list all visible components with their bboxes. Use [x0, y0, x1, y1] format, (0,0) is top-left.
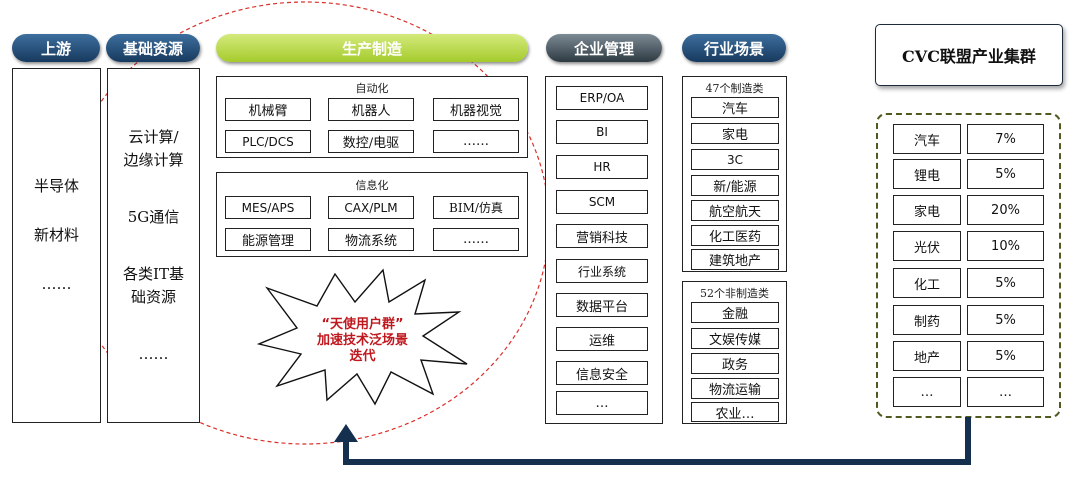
cluster-share: 5%	[967, 305, 1044, 335]
cluster-industry: 汽车	[893, 124, 961, 154]
informatization-item: 物流系统	[328, 228, 414, 251]
cluster-industry: 家电	[893, 195, 961, 225]
enterprise-item: 信息安全	[556, 361, 648, 385]
starburst-text: “天使用户群” 加速技术泛场景 迭代	[316, 317, 408, 364]
upstream-item-semiconductor: 半导体	[33, 177, 79, 195]
upstream-item-more: ……	[41, 275, 72, 293]
enterprise-item: HR	[556, 155, 648, 179]
enterprise-item: BI	[556, 120, 648, 144]
upstream-item-new-materials: 新材料	[33, 226, 79, 244]
cluster-share: 20%	[967, 195, 1044, 225]
infra-item-cloud: 云计算/ 边缘计算	[123, 127, 184, 169]
header-industry: 行业场景	[682, 34, 786, 62]
manufacturing-item: 建筑地产	[691, 249, 779, 270]
manufacturing-item: 化工医药	[691, 225, 779, 246]
manufacturing-group: 47个制造类 汽车 家电 3C 新/能源 航空航天 化工医药 建筑地产	[682, 76, 787, 272]
automation-item: PLC/DCS	[225, 130, 311, 153]
cluster-share: 7%	[967, 124, 1044, 154]
non-manufacturing-title: 52个非制造类	[700, 287, 769, 300]
upstream-column: 半导体 新材料 ……	[12, 68, 101, 423]
infra-column: 云计算/ 边缘计算 5G通信 各类IT基 础资源 ……	[107, 68, 200, 423]
cluster-share: …	[967, 377, 1044, 407]
informatization-item: CAX/PLM	[328, 196, 414, 219]
manufacturing-item: 汽车	[691, 97, 779, 118]
informatization-item: 能源管理	[225, 228, 311, 251]
manufacturing-title: 47个制造类	[705, 82, 764, 95]
non-manufacturing-group: 52个非制造类 金融 文娱传媒 政务 物流运输 农业…	[682, 281, 787, 424]
automation-title: 自动化	[355, 82, 389, 95]
infra-item-it: 各类IT基 础资源	[123, 264, 184, 306]
informatization-item: BIM/仿真	[433, 196, 519, 219]
enterprise-item: ERP/OA	[556, 86, 648, 110]
starburst-shape	[256, 268, 468, 406]
informatization-item: ……	[433, 228, 519, 251]
enterprise-column: ERP/OA BI HR SCM 营销科技 行业系统 数据平台 运维 信息安全 …	[545, 76, 663, 424]
informatization-title: 信息化	[355, 179, 389, 192]
cluster-share: 5%	[967, 268, 1044, 298]
manufacturing-item: 航空航天	[691, 200, 779, 221]
cluster-table: 汽车 7% 锂电 5% 家电 20% 光伏 10% 化工 5% 制药 5% 地产…	[876, 113, 1061, 418]
cluster-share: 5%	[967, 159, 1044, 189]
automation-group: 自动化 机械臂 机器人 机器视觉 PLC/DCS 数控/电驱 ……	[216, 76, 528, 158]
enterprise-item: 营销科技	[556, 224, 648, 248]
automation-item: 机器视觉	[433, 98, 519, 121]
automation-item: 机器人	[328, 98, 414, 121]
automation-item: 数控/电驱	[328, 130, 414, 153]
header-upstream: 上游	[12, 34, 100, 62]
cluster-share: 10%	[967, 231, 1044, 261]
cluster-share: 5%	[967, 341, 1044, 371]
header-enterprise: 企业管理	[546, 34, 662, 62]
enterprise-item: SCM	[556, 190, 648, 214]
manufacturing-item: 家电	[691, 123, 779, 144]
cvc-cluster-title: CVC联盟产业集群	[875, 24, 1063, 86]
header-infra: 基础资源	[106, 34, 200, 62]
manufacturing-item: 3C	[691, 149, 779, 170]
enterprise-item: …	[556, 391, 648, 415]
cluster-industry: 化工	[893, 268, 961, 298]
automation-item: 机械臂	[225, 98, 311, 121]
infra-item-5g: 5G通信	[127, 207, 180, 226]
enterprise-item: 数据平台	[556, 293, 648, 317]
cluster-industry: 制药	[893, 305, 961, 335]
non-manufacturing-item: 文娱传媒	[691, 328, 779, 349]
cluster-industry: …	[893, 377, 961, 407]
non-manufacturing-item: 金融	[691, 302, 779, 323]
enterprise-item: 行业系统	[556, 259, 648, 283]
cluster-industry: 地产	[893, 341, 961, 371]
non-manufacturing-item: 物流运输	[691, 378, 779, 399]
cluster-industry: 锂电	[893, 159, 961, 189]
non-manufacturing-item: 政务	[691, 353, 779, 374]
automation-item: ……	[433, 130, 519, 153]
cluster-industry: 光伏	[893, 231, 961, 261]
informatization-item: MES/APS	[225, 196, 311, 219]
enterprise-item: 运维	[556, 327, 648, 351]
non-manufacturing-item: 农业…	[691, 402, 779, 422]
infra-item-more: ……	[138, 344, 169, 363]
header-production: 生产制造	[216, 34, 528, 62]
manufacturing-item: 新/能源	[691, 175, 779, 196]
informatization-group: 信息化 MES/APS CAX/PLM BIM/仿真 能源管理 物流系统 ……	[216, 172, 528, 257]
